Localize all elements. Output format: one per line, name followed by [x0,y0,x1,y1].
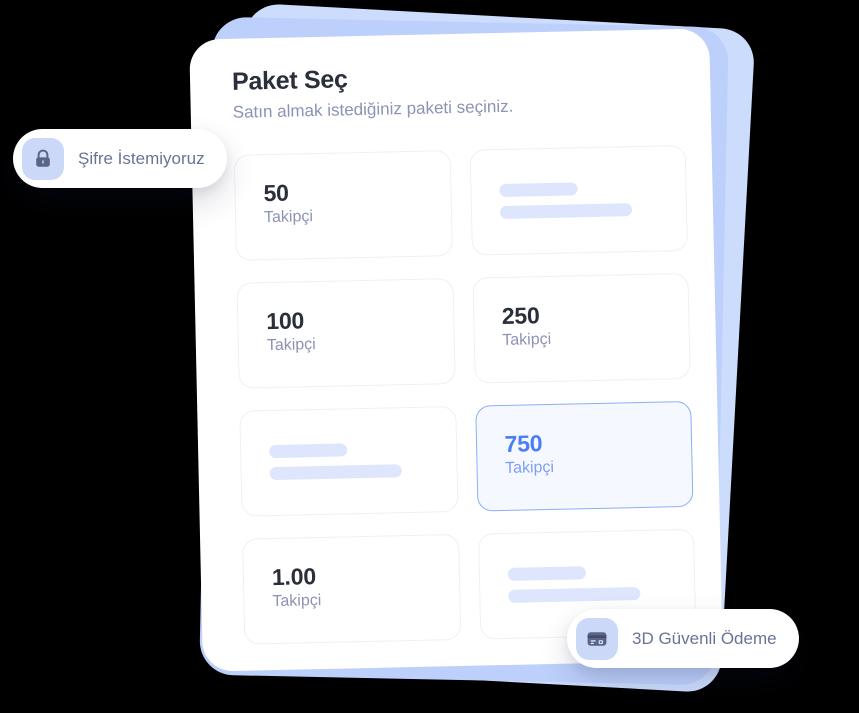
package-card-placeholder-2[interactable] [239,406,459,517]
badge-no-password-label: Şifre İstemiyoruz [78,148,205,168]
badge-no-password: Şifre İstemiyoruz [13,129,227,188]
package-card-250[interactable]: 250 Takipçi [471,272,691,384]
package-amount: 750 [504,430,543,457]
skeleton-placeholder [269,442,402,481]
panel-content: Paket Seç Satın almak istediğiniz paketi… [189,28,723,671]
package-unit: Takipçi [266,336,316,355]
badge-secure-payment: 3D Güvenli Ödeme [567,609,799,668]
package-amount: 100 [266,307,305,335]
skeleton-placeholder [507,565,640,603]
package-card-1000[interactable]: 1.00 Takipçi [242,533,461,645]
skeleton-bar-short [498,182,578,198]
package-amount: 250 [501,302,540,329]
skeleton-bar-short [507,566,586,581]
skeleton-bar-long [499,203,632,220]
package-card-50[interactable]: 50 Takipçi [233,150,453,261]
credit-card-icon [576,617,618,660]
skeleton-bar-long [507,587,640,603]
skeleton-bar-long [269,464,402,481]
package-unit: Takipçi [504,459,555,478]
package-unit: Takipçi [263,208,314,227]
skeleton-placeholder [498,181,632,220]
package-unit: Takipçi [272,592,322,611]
package-card-750[interactable]: 750 Takipçi [474,400,694,512]
lock-icon [22,137,64,180]
package-unit: Takipçi [502,331,552,350]
package-amount: 1.00 [271,563,317,591]
skeleton-bar-short [269,443,348,459]
page-title: Paket Seç [231,65,348,96]
page-subtitle: Satın almak istediğiniz paketi seçiniz. [232,96,514,123]
package-amount: 50 [263,179,289,207]
package-card-placeholder-1[interactable] [469,144,688,256]
badge-secure-payment-label: 3D Güvenli Ödeme [632,628,777,648]
panel-header: Paket Seç Satın almak istediğiniz paketi… [232,57,673,125]
package-card-100[interactable]: 100 Takipçi [236,278,456,389]
package-selection-panel: Paket Seç Satın almak istediğiniz paketi… [189,28,723,672]
package-grid: 50 Takipçi 100 Takipçi 250 Takipçi [233,144,697,645]
